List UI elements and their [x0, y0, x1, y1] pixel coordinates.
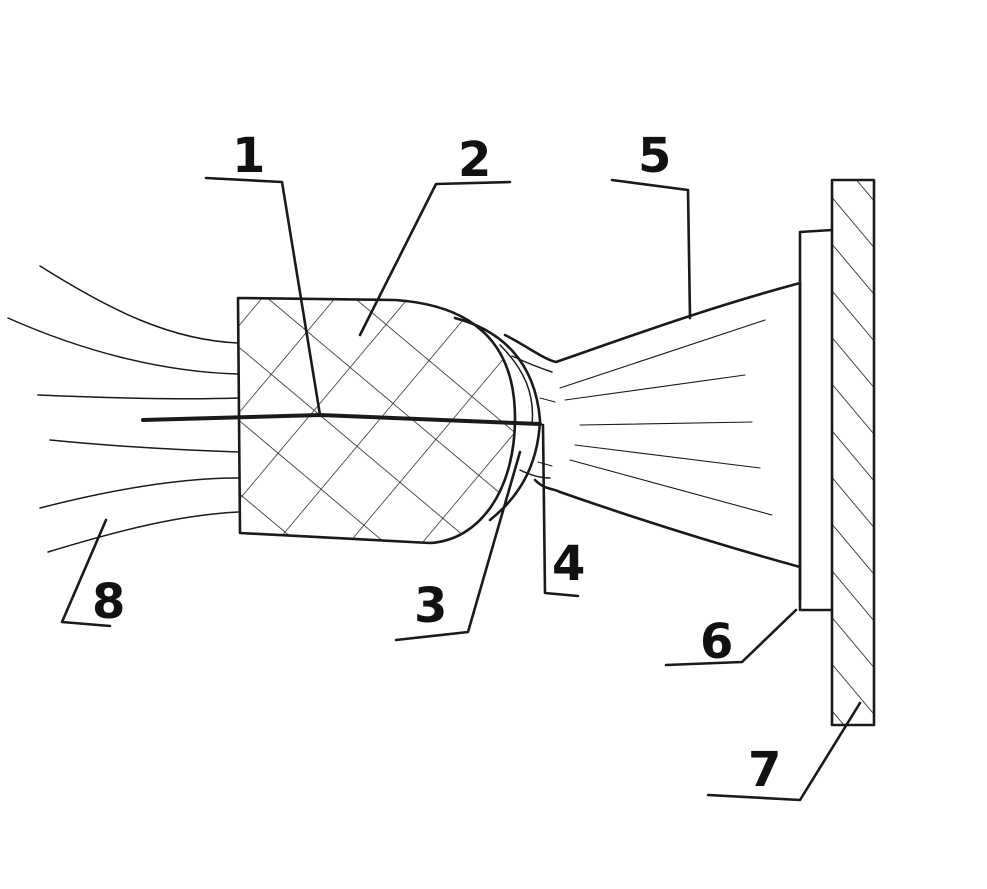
flow-line: [49, 439, 239, 453]
callout-6: 6: [700, 614, 733, 670]
jet-line: [574, 444, 761, 469]
callout-7: 7: [748, 742, 781, 798]
flow-line: [7, 317, 239, 375]
cone-throat-upper: [511, 355, 553, 373]
callout-labels: 1 2 3 4 5 6 7 8: [92, 128, 781, 798]
cone-upper-edge: [503, 281, 802, 364]
callout-2: 2: [458, 132, 491, 188]
flow-line: [39, 265, 239, 344]
jet-line: [579, 421, 753, 426]
cone-throat-lower: [519, 469, 551, 479]
leader-1: [204, 176, 322, 417]
incoming-flow-lines: [7, 265, 239, 553]
hatched-wall: [830, 178, 876, 727]
leader-lines: [60, 176, 862, 802]
leader-4: [541, 423, 580, 598]
callout-8: 8: [92, 574, 125, 630]
jet-lines: [537, 319, 773, 516]
flow-line: [47, 511, 239, 553]
leader-5: [610, 178, 692, 320]
leader-2: [358, 180, 512, 337]
plate: [798, 228, 834, 612]
plate-outline: [798, 228, 834, 612]
body-outline: [236, 296, 517, 545]
jet-line: [539, 397, 556, 403]
shell-inner-curve: [499, 344, 534, 426]
wall-outline: [830, 178, 876, 727]
callout-1: 1: [232, 128, 265, 184]
flow-line: [39, 477, 239, 509]
jet-line: [559, 319, 766, 389]
leader-3: [394, 450, 522, 642]
cone-lower-edge: [533, 478, 802, 569]
flow-line: [37, 394, 239, 400]
callout-3: 3: [414, 578, 447, 634]
expanding-cone: [503, 281, 802, 602]
leader-7: [706, 701, 862, 802]
jet-line: [537, 461, 553, 467]
callout-5: 5: [638, 128, 671, 184]
shell-curve: [453, 316, 542, 522]
leader-8: [60, 518, 112, 628]
leader-6: [664, 608, 798, 667]
callout-4: 4: [552, 536, 585, 592]
jet-line: [564, 374, 746, 401]
jet-line: [569, 459, 773, 516]
